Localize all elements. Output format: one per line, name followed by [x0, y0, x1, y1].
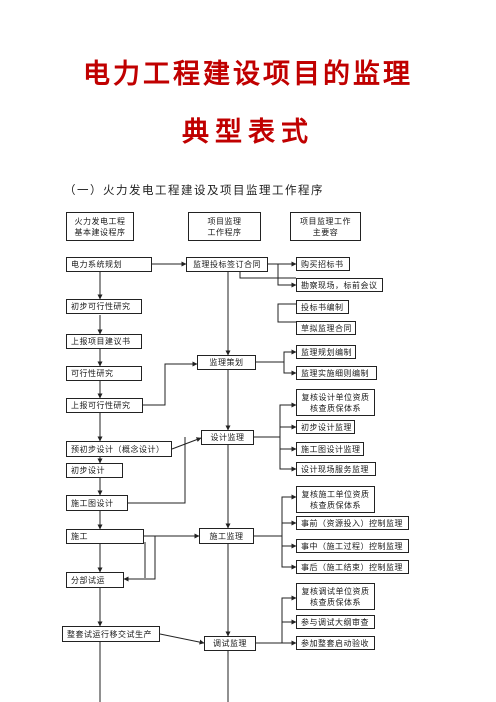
document-title-line1: 电力工程建设项目的监理 — [83, 59, 413, 90]
header-text: 工作程序 — [207, 227, 242, 237]
step-pre-preliminary-design: 预初步设计（概念设计） — [66, 441, 172, 457]
qual-text: 复核施工单位资质 — [301, 489, 370, 499]
content-construction-qualification: 复核施工单位资质 核查质保体系 — [296, 486, 375, 513]
header-text: 项目监理工作 — [300, 216, 351, 226]
content-commissioning-qualification: 复核调试单位资质 核查质保体系 — [296, 583, 375, 610]
document-title-line2: 典型表式 — [182, 117, 314, 148]
step-preliminary-feasibility: 初步可行性研究 — [66, 299, 142, 314]
qual-text: 复核调试单位资质 — [301, 586, 370, 596]
content-draft-contract: 草拟监理合同 — [296, 321, 356, 335]
content-buy-tender: 购买招标书 — [296, 257, 350, 271]
content-in-process-control: 事中（施工过程）控制监理 — [296, 539, 409, 553]
step-complete-trial-run: 整套试运行移交试生产 — [62, 626, 160, 642]
step-preliminary-design: 初步设计 — [66, 463, 123, 478]
header-construction-procedure: 火力发电工程 基本建设程序 — [66, 212, 134, 241]
step-project-proposal: 上报项目建议书 — [66, 334, 142, 349]
qual-text: 核查质保体系 — [310, 500, 361, 510]
supervision-commissioning: 调试监理 — [204, 636, 256, 651]
step-construction: 施工 — [66, 529, 144, 544]
content-rules-compilation: 监理实施细则编制 — [296, 366, 377, 380]
header-text: 主要容 — [312, 227, 339, 237]
section-heading: （一）火力发电工程建设及项目监理工作程序 — [64, 183, 324, 197]
content-startup-acceptance: 参加整套启动验收 — [296, 636, 375, 650]
qual-text: 核查质保体系 — [310, 597, 361, 607]
qual-text: 核查质保体系 — [310, 403, 361, 413]
header-supervision-content: 项目监理工作 主要容 — [290, 212, 361, 241]
content-commissioning-outline-review: 参与调试大纲审查 — [296, 615, 375, 629]
step-power-system-planning: 电力系统规划 — [66, 257, 152, 272]
header-text: 项目监理 — [207, 216, 242, 226]
supervision-bid-contract: 监理投标签订合同 — [186, 257, 268, 272]
supervision-construction: 施工监理 — [199, 528, 254, 544]
content-pre-control: 事前（资源投入）控制监理 — [296, 516, 409, 530]
step-partial-trial-run: 分部试运 — [66, 572, 124, 588]
content-preliminary-design-supervision: 初步设计监理 — [296, 420, 355, 434]
content-design-qualification: 复核设计单位资质 核查质保体系 — [296, 389, 375, 416]
step-submit-feasibility: 上报可行性研究 — [66, 398, 143, 413]
content-post-control: 事后（施工结束）控制监理 — [296, 560, 409, 574]
supervision-design: 设计监理 — [201, 430, 254, 445]
content-site-survey: 勘察现场，标前会议 — [296, 278, 383, 292]
supervision-planning: 监理策划 — [197, 355, 256, 370]
header-text: 基本建设程序 — [74, 227, 126, 237]
content-bid-preparation: 投标书编制 — [296, 300, 349, 314]
content-drawing-design-supervision: 施工图设计监理 — [296, 442, 364, 456]
step-feasibility-study: 可行性研究 — [66, 366, 142, 381]
step-construction-drawing-design: 施工图设计 — [66, 495, 128, 511]
header-supervision-procedure: 项目监理 工作程序 — [188, 212, 261, 241]
content-plan-compilation: 监理规划编制 — [296, 345, 356, 359]
header-text: 火力发电工程 — [74, 216, 126, 226]
qual-text: 复核设计单位资质 — [301, 392, 370, 402]
content-site-service-supervision: 设计现场服务监理 — [296, 462, 376, 476]
